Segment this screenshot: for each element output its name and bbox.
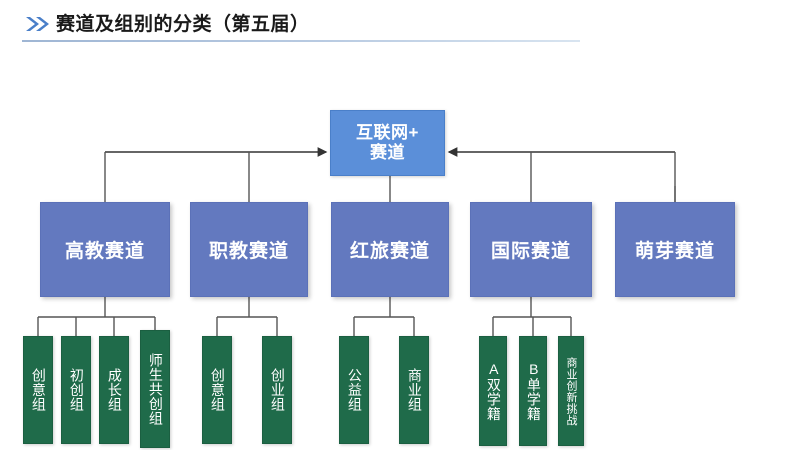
root-node-internet-plus[interactable]: 互联网+ 赛道 [330,110,445,176]
group-node-label: 公益组 [346,368,363,412]
root-node-label-line1: 互联网+ [356,122,419,142]
track-node-guoji[interactable]: 国际赛道 [470,202,592,297]
group-node-shisheng-gongchuang[interactable]: 师生共创组 [140,330,170,448]
track-node-zhijiao[interactable]: 职教赛道 [190,202,308,297]
group-node-b-danxueji[interactable]: B单学籍 [519,336,547,446]
group-node-gongyi[interactable]: 公益组 [339,336,369,444]
group-node-chuangyi-zhijiao[interactable]: 创意组 [202,336,232,444]
track-node-gaojiao[interactable]: 高教赛道 [40,202,170,297]
group-node-chuchuang[interactable]: 初创组 [61,336,91,444]
root-node-label-line2: 赛道 [370,143,405,162]
group-node-label: A双学籍 [485,361,502,421]
group-node-shangye-chuangxin-tiaozhan[interactable]: 商业创新挑战 [558,336,584,446]
group-node-label: 创意组 [209,368,226,412]
group-node-chuangye[interactable]: 创业组 [262,336,292,444]
double-chevron-right-icon [24,14,52,34]
track-node-mengya[interactable]: 萌芽赛道 [615,202,735,297]
track-node-label: 红旅赛道 [349,241,430,262]
group-node-label: 创业组 [269,368,286,412]
group-node-chuangyi-gaojiao[interactable]: 创意组 [23,336,53,444]
group-node-label: 商业组 [406,368,423,412]
group-node-a-shuangxueji[interactable]: A双学籍 [479,336,507,446]
track-node-label: 国际赛道 [490,241,571,262]
track-node-label: 职教赛道 [208,241,289,262]
group-node-chengzhang[interactable]: 成长组 [99,336,129,444]
group-node-label: 创意组 [30,368,47,412]
group-node-label: B单学籍 [525,361,542,421]
group-node-shangye[interactable]: 商业组 [399,336,429,444]
group-node-label: 成长组 [106,368,123,412]
page-title: 赛道及组别的分类（第五届） [56,14,310,35]
track-node-label: 高教赛道 [64,241,145,262]
track-node-hongly[interactable]: 红旅赛道 [331,202,449,297]
title-underline [22,40,580,42]
group-node-label: 初创组 [68,368,85,412]
page-header: 赛道及组别的分类（第五届） [0,0,800,50]
group-node-label: 商业创新挑战 [565,356,578,426]
group-node-label: 师生共创组 [147,352,164,426]
track-node-label: 萌芽赛道 [634,241,715,262]
